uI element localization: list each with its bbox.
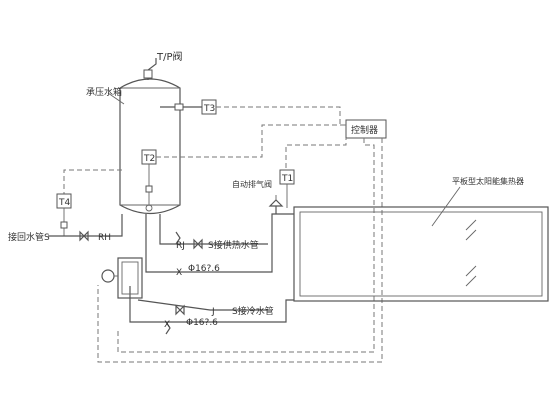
controller-label: 控制器	[351, 124, 378, 136]
t2-sensor	[141, 149, 157, 212]
t1-sensor	[279, 169, 295, 208]
flat-plate-collector	[293, 206, 549, 302]
tank-label: 承压水箱	[86, 86, 122, 98]
hot-loop-upper	[145, 213, 294, 273]
t3-sensor	[160, 99, 217, 115]
pump-station	[101, 257, 143, 299]
j-label: J	[211, 307, 215, 317]
x-upper-label: X	[176, 268, 182, 278]
t2-label: T2	[143, 154, 155, 164]
tp-valve	[143, 58, 157, 80]
hot-supply-label: S接供热水管	[208, 239, 259, 251]
rh-label: RH	[98, 233, 111, 243]
control-wiring	[63, 106, 383, 363]
collector-label: 平板型太阳能集热器	[452, 176, 524, 186]
return-line-lower	[129, 286, 294, 335]
return-water-line	[48, 214, 123, 242]
t3-label: T3	[203, 104, 215, 114]
controller-box	[345, 119, 387, 139]
air-vent-label: 自动排气阀	[232, 179, 272, 189]
x-lower-label: X	[164, 320, 170, 330]
hot-supply-line	[159, 214, 268, 250]
t4-label: T4	[58, 198, 70, 208]
cold-supply-line	[137, 299, 268, 316]
cold-supply-label: S接冷水管	[232, 305, 274, 317]
pipe-upper-label: Φ16?.6	[188, 264, 220, 274]
t4-sensor	[56, 193, 72, 236]
air-vent	[268, 195, 284, 214]
return-pipe-label: 接回水管S	[8, 231, 50, 243]
pipe-lower-label: Φ16?.6	[186, 318, 218, 328]
tp-valve-label: T/P阀	[156, 50, 183, 63]
pressure-tank	[119, 78, 181, 214]
rj-label: RJ	[176, 241, 185, 251]
t1-label: T1	[281, 174, 293, 184]
